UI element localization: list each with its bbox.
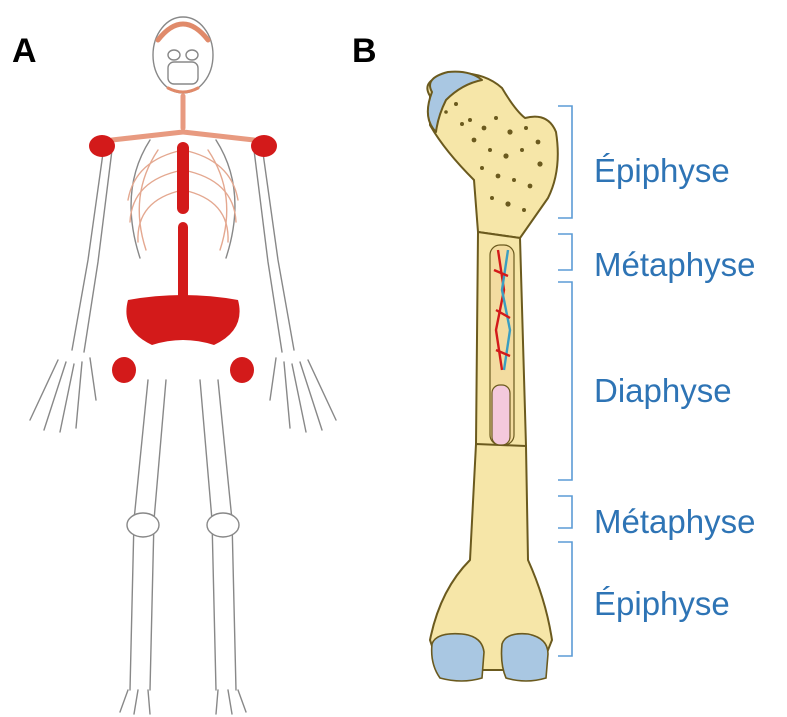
label-epiphyse-top: Épiphyse: [594, 154, 730, 187]
label-diaphyse: Diaphyse: [594, 374, 732, 407]
label-metaphyse-top: Métaphyse: [594, 248, 755, 281]
label-epiphyse-bottom: Épiphyse: [594, 587, 730, 620]
region-brackets: [558, 106, 572, 656]
label-metaphyse-bottom: Métaphyse: [594, 505, 755, 538]
